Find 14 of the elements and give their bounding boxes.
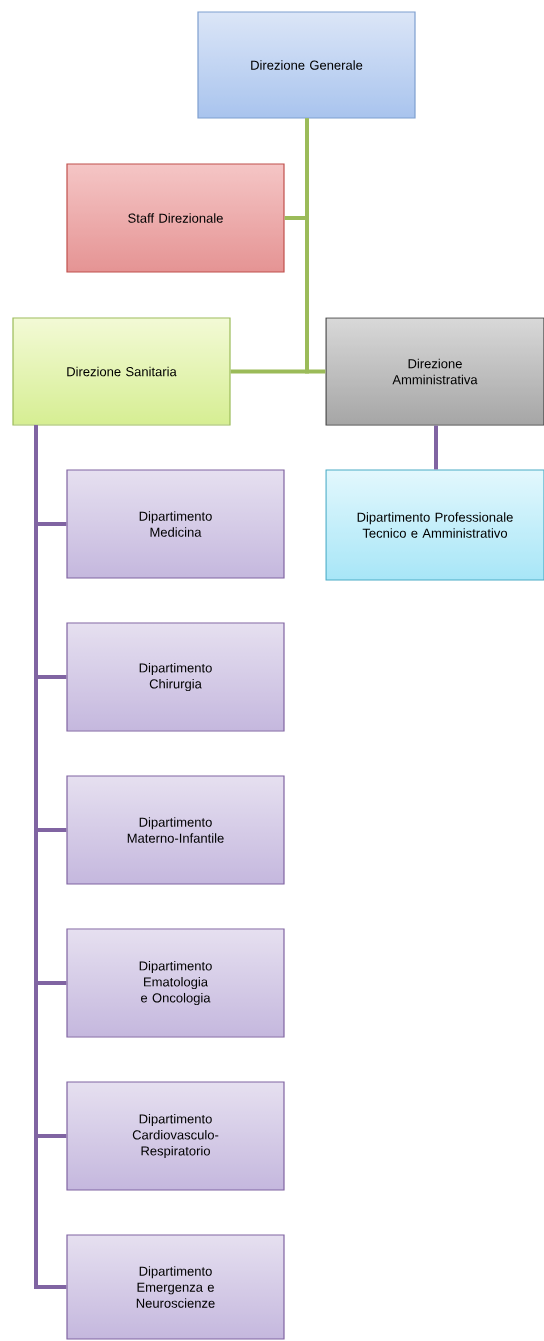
org-box: Dipartimento Cardiovasculo-Respiratorio (66, 1081, 285, 1191)
org-box: Dipartimento Medicina (66, 469, 285, 579)
org-box: Dipartimento Ematologia e Oncologia (66, 928, 285, 1038)
connector-line (34, 425, 67, 1289)
org-box: Direzione Sanitaria (12, 317, 231, 426)
connector-line (305, 118, 326, 374)
org-box: Direzione Generale (197, 11, 416, 119)
org-box: Direzione Amministrativa (325, 317, 544, 426)
org-box: Dipartimento Materno-Infantile (66, 775, 285, 885)
org-box: Dipartimento Emergenza e Neuroscienze (66, 1234, 285, 1340)
connector-line (434, 425, 438, 470)
org-box: Dipartimento Chirurgia (66, 622, 285, 732)
org-box: Dipartimento Professionale Tecnico e Amministrativo (325, 469, 544, 581)
org-box: Staff Direzionale (66, 163, 285, 273)
